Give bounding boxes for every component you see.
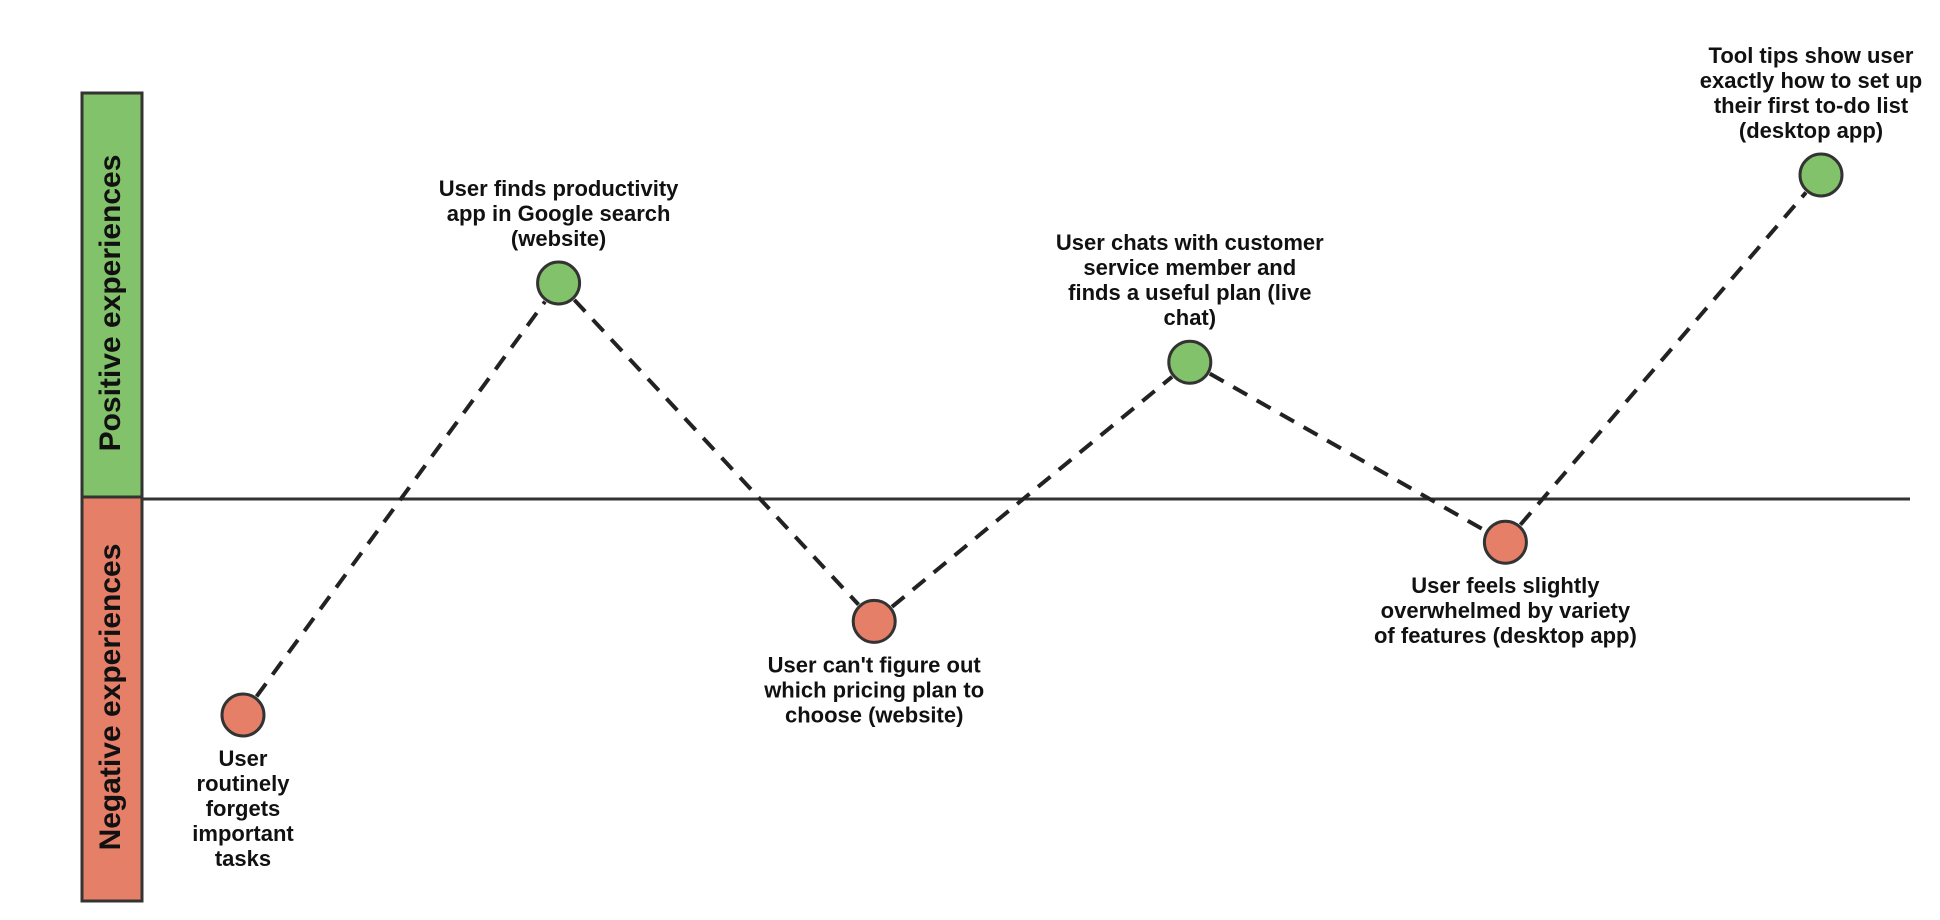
journey-connector-4 xyxy=(1208,371,1487,533)
positive-touchpoint-6 xyxy=(1798,152,1844,198)
annotation-line: User feels slightly xyxy=(1411,573,1600,598)
negative-touchpoint-5 xyxy=(1482,519,1528,565)
annotation-line: routinely xyxy=(197,771,291,796)
annotation-line: User xyxy=(219,746,268,771)
annotation-line: their first to-do list xyxy=(1714,93,1909,118)
negative-touchpoint-1 xyxy=(220,692,266,738)
positive-band-label: Positive experiences xyxy=(94,155,127,452)
annotation-line: app in Google search xyxy=(447,201,671,226)
negative-touchpoint-3 xyxy=(851,598,897,644)
annotation-line: important xyxy=(192,821,294,846)
annotation-line: exactly how to set up xyxy=(1700,68,1923,93)
annotation-line: forgets xyxy=(206,796,281,821)
positive-band xyxy=(80,91,144,499)
annotation-line: which pricing plan to xyxy=(763,677,984,702)
annotation-line: tasks xyxy=(215,846,271,871)
journey-path-layer xyxy=(254,191,1808,698)
annotation-line: overwhelmed by variety xyxy=(1381,598,1631,623)
annotation-line: User chats with customer xyxy=(1056,230,1324,255)
journey-connector-2 xyxy=(572,298,860,606)
annotation-line: Tool tips show user xyxy=(1709,43,1914,68)
annotation-line: User can't figure out xyxy=(768,652,982,677)
annotation-line: chat) xyxy=(1164,305,1217,330)
annotation-line: User finds productivity xyxy=(439,176,679,201)
positive-touchpoint-4 xyxy=(1167,339,1213,385)
annotation-line: service member and xyxy=(1083,255,1296,280)
annotation-line: (website) xyxy=(511,226,606,251)
journey-connector-1 xyxy=(254,300,547,698)
annotation-line: choose (website) xyxy=(785,702,963,727)
annotation-line: (desktop app) xyxy=(1739,118,1883,143)
negative-band-label: Negative experiences xyxy=(94,544,127,851)
annotation-line: finds a useful plan (live xyxy=(1068,280,1311,305)
negative-band xyxy=(80,495,144,903)
journey-connector-5 xyxy=(1518,191,1808,527)
journey-connector-3 xyxy=(890,375,1174,609)
positive-touchpoint-2 xyxy=(536,260,582,306)
annotation-line: of features (desktop app) xyxy=(1374,623,1637,648)
journey-points-layer xyxy=(220,152,1844,738)
